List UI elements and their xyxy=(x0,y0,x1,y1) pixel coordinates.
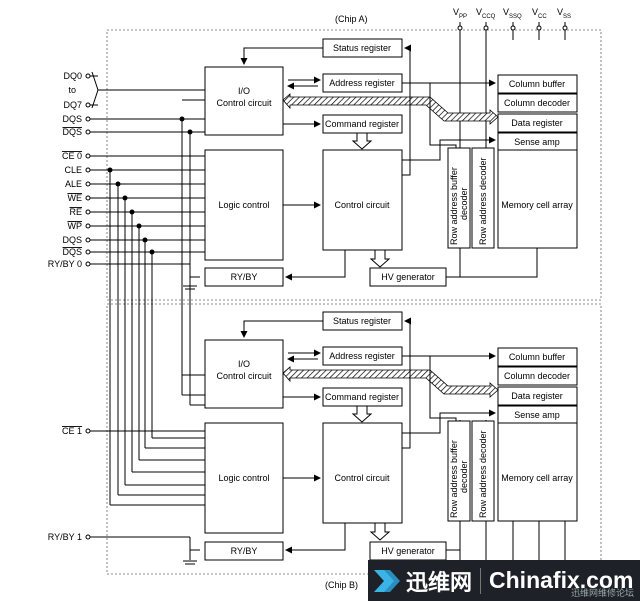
chip-a-signals: DQ0 to DQ7 DQS DQS CE 0 CLE ALE WE RE WP… xyxy=(48,71,82,269)
column-decoder-label-a: Column decoder xyxy=(504,98,570,108)
memory-cell-array-b xyxy=(497,422,578,522)
logic-control-label-b: Logic control xyxy=(218,473,269,483)
memory-cell-array-label-b: Memory cell array xyxy=(501,473,573,483)
io-control-label-a1: I/O xyxy=(238,86,250,96)
column-buffer-label-a: Column buffer xyxy=(509,79,565,89)
logic-control-label-a: Logic control xyxy=(218,200,269,210)
memory-cell-array-a xyxy=(497,149,578,249)
memory-cell-array-label-a: Memory cell array xyxy=(501,200,573,210)
watermark-en: Chinafix.com xyxy=(489,567,634,593)
io-control-circuit-a xyxy=(204,66,284,136)
io-control-label-b1: I/O xyxy=(238,359,250,369)
signal-dqs-bar: DQS xyxy=(62,127,82,137)
row-address-decoder-label-a: Row address decoder xyxy=(478,157,488,245)
signal-ry-by-1: RY/BY 1 xyxy=(48,532,82,542)
sense-amp-label-a: Sense amp xyxy=(514,137,560,147)
watermark-cn: 迅维网 xyxy=(406,570,473,596)
signal-ce0: CE 0 xyxy=(62,151,82,161)
row-address-decoder-b xyxy=(471,420,495,522)
chip-b-input-lines xyxy=(85,335,205,565)
row-address-decoder-a xyxy=(471,147,495,249)
chip-b-signals: CE 1 RY/BY 1 xyxy=(48,426,82,542)
control-circuit-label-a: Control circuit xyxy=(334,200,390,210)
chip-b-boundary xyxy=(106,303,602,575)
column-decoder-b xyxy=(497,366,578,386)
signal-ce1: CE 1 xyxy=(62,426,82,436)
signal-ale: ALE xyxy=(65,179,82,189)
signal-cle: CLE xyxy=(64,165,82,175)
command-register-a xyxy=(322,114,403,134)
ry-by-box-a xyxy=(204,267,284,287)
power-pin-vssq: VSSQ xyxy=(503,7,522,20)
watermark-separator xyxy=(480,567,482,594)
command-register-label-a: Command register xyxy=(325,119,399,129)
data-bus-a xyxy=(282,93,499,125)
row-address-buffer-label-b2: decoder xyxy=(459,460,469,493)
power-pin-vccq: VCCQ xyxy=(476,7,496,20)
hv-generator-label-b: HV generator xyxy=(381,546,435,556)
data-register-a xyxy=(497,113,578,133)
data-register-b xyxy=(497,386,578,406)
power-pin-vpp: VPP xyxy=(453,7,467,20)
io-control-circuit-b xyxy=(204,339,284,409)
command-register-label-b: Command register xyxy=(325,392,399,402)
signal-dq7: DQ7 xyxy=(63,100,82,110)
ry-by-label-b: RY/BY xyxy=(231,546,258,556)
chip-a-boundary xyxy=(106,29,602,301)
control-circuit-label-b: Control circuit xyxy=(334,473,390,483)
data-register-label-a: Data register xyxy=(511,118,563,128)
power-pins-top: VPP VCCQ VSSQ VCC VSS xyxy=(453,7,571,148)
data-register-label-b: Data register xyxy=(511,391,563,401)
row-address-decoder-label-b: Row address decoder xyxy=(478,430,488,518)
status-register-label-b: Status register xyxy=(333,316,391,326)
power-pin-vcc: VCC xyxy=(532,7,547,20)
power-pin-vss: VSS xyxy=(557,7,571,20)
chip-b: CE 1 RY/BY 1 I/O Control circuit Logic c… xyxy=(48,311,578,565)
logic-control-a xyxy=(204,149,284,261)
sense-amp-label-b: Sense amp xyxy=(514,410,560,420)
data-bus-b xyxy=(282,366,499,398)
row-address-buffer-label-a1: Row address buffer xyxy=(449,167,459,245)
signal-dqs-bar-2: DQS xyxy=(62,247,82,257)
column-buffer-b xyxy=(497,347,578,367)
column-decoder-label-b: Column decoder xyxy=(504,371,570,381)
control-circuit-b xyxy=(322,422,403,524)
watermark-banner: 迅维网 Chinafix.com 迅维网维修论坛 xyxy=(368,560,640,601)
command-register-b xyxy=(322,387,403,407)
chip-a: DQ0 to DQ7 DQS DQS CE 0 CLE ALE WE RE WP… xyxy=(48,38,578,505)
ry-by-box-b xyxy=(204,541,284,561)
column-decoder-a xyxy=(497,93,578,113)
signal-re: RE xyxy=(69,207,82,217)
signal-we: WE xyxy=(68,193,83,203)
control-circuit-a xyxy=(322,149,403,251)
column-buffer-label-b: Column buffer xyxy=(509,352,565,362)
ry-by-label-a: RY/BY xyxy=(231,272,258,282)
row-address-buffer-label-b1: Row address buffer xyxy=(449,440,459,518)
signal-dq0: DQ0 xyxy=(63,71,82,81)
watermark-sub: 迅维网维修论坛 xyxy=(570,589,634,599)
row-address-buffer-b xyxy=(447,420,471,522)
chip-b-label: (Chip B) xyxy=(325,580,358,590)
hv-generator-label-a: HV generator xyxy=(381,272,435,282)
io-control-label-a2: Control circuit xyxy=(216,98,272,108)
address-register-label-a: Address register xyxy=(329,78,395,88)
column-buffer-a xyxy=(497,74,578,94)
row-address-buffer-label-a2: decoder xyxy=(459,187,469,220)
chinafix-logo-icon xyxy=(372,566,402,596)
signal-dqs: DQS xyxy=(62,114,82,124)
chip-a-label: (Chip A) xyxy=(335,14,368,24)
chip-a-input-lines xyxy=(85,71,205,505)
status-register-label-a: Status register xyxy=(333,43,391,53)
signal-dqs-2: DQS xyxy=(62,235,82,245)
signal-to: to xyxy=(68,85,76,95)
row-address-buffer-a xyxy=(447,147,471,249)
signal-ry-by-0: RY/BY 0 xyxy=(48,259,82,269)
logic-control-b xyxy=(204,422,284,534)
address-register-label-b: Address register xyxy=(329,351,395,361)
signal-wp: WP xyxy=(68,221,83,231)
io-control-label-b2: Control circuit xyxy=(216,371,272,381)
